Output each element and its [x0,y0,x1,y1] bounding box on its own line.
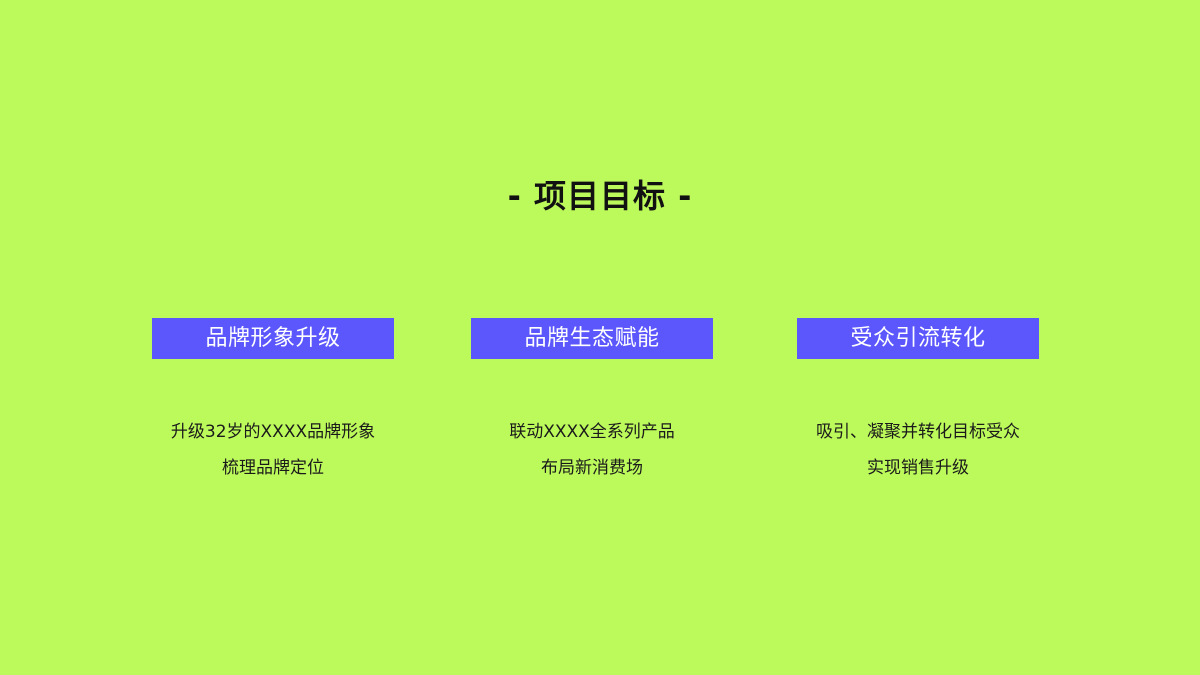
goal-description-line: 吸引、凝聚并转化目标受众 [816,422,1020,442]
goal-column-audience-conversion: 受众引流转化 吸引、凝聚并转化目标受众 实现销售升级 [797,318,1039,478]
goal-description-line: 梳理品牌定位 [222,458,324,478]
goal-label-tag: 品牌生态赋能 [471,318,713,359]
goal-label-tag: 受众引流转化 [797,318,1039,359]
goal-label-tag: 品牌形象升级 [152,318,394,359]
goal-column-brand-ecosystem: 品牌生态赋能 联动XXXX全系列产品 布局新消费场 [471,318,713,478]
goal-description: 联动XXXX全系列产品 布局新消费场 [411,414,773,486]
goal-description: 吸引、凝聚并转化目标受众 实现销售升级 [737,414,1099,486]
goal-description-line: 联动XXXX全系列产品 [509,422,675,442]
goal-description-line: 实现销售升级 [867,458,969,478]
goal-description: 升级32岁的XXXX品牌形象 梳理品牌定位 [92,414,454,486]
slide-title: - 项目目标 - [507,177,693,215]
goal-description-line: 升级32岁的XXXX品牌形象 [170,422,376,442]
goal-column-brand-image: 品牌形象升级 升级32岁的XXXX品牌形象 梳理品牌定位 [152,318,394,478]
goal-description-line: 布局新消费场 [541,458,643,478]
